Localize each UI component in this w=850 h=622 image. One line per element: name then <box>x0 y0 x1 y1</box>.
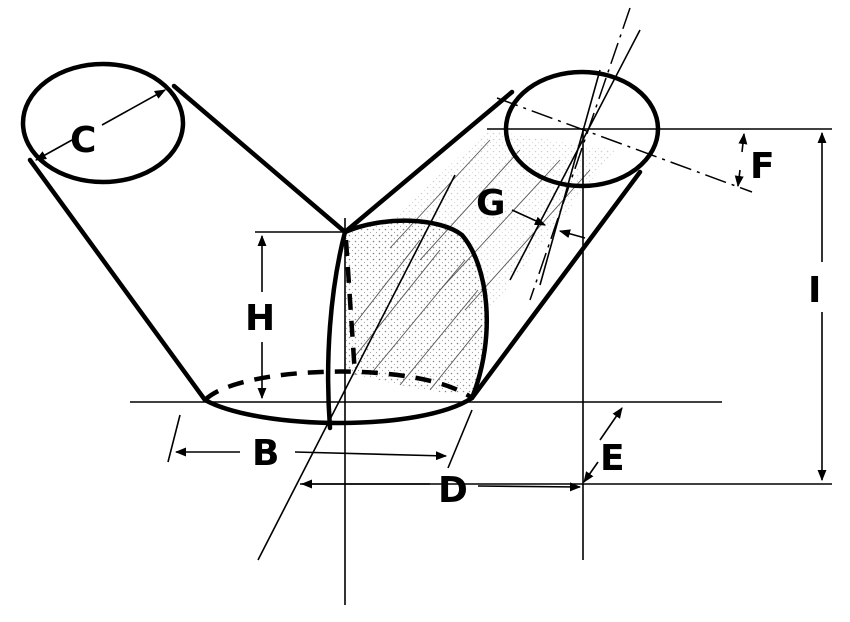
label-e: E <box>600 438 625 479</box>
label-d: D <box>438 470 468 511</box>
dimension-arrows <box>35 89 827 492</box>
label-g: G <box>476 183 506 224</box>
label-c: C <box>70 120 96 161</box>
label-h: H <box>245 298 275 339</box>
label-b: B <box>252 433 279 474</box>
base-ellipse <box>202 229 475 431</box>
wing-cross-section-shading <box>345 130 615 395</box>
left-wing <box>20 61 348 403</box>
construction-lines <box>130 7 832 605</box>
label-i: I <box>808 270 821 311</box>
label-f: F <box>750 146 775 187</box>
dimension-labels: C H B D E F G I <box>70 120 821 511</box>
